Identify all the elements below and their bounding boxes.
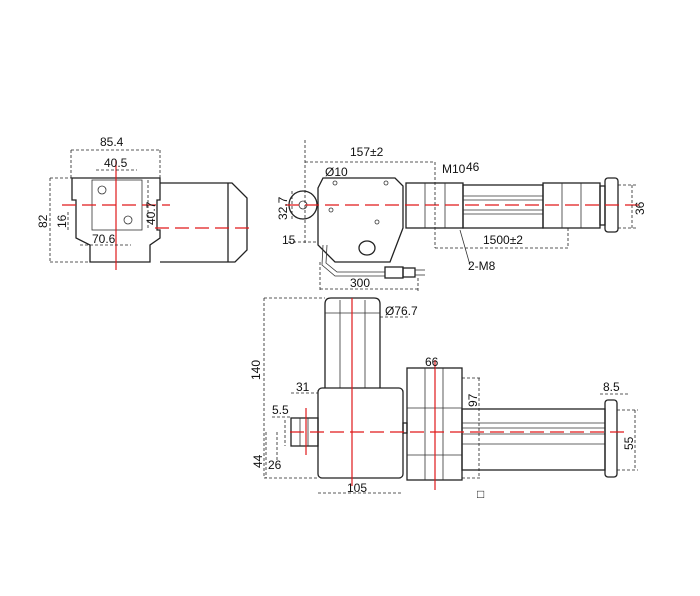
- marker-label: □: [477, 487, 484, 501]
- gear-height-label: 97: [466, 393, 480, 407]
- hole-label: Ø10: [325, 165, 348, 179]
- rod-height-label: 36: [633, 201, 647, 215]
- bolt-icon: [123, 215, 133, 225]
- width-label: 85.4: [100, 135, 124, 149]
- rod-label: 55: [622, 436, 636, 450]
- body-width-label: 105: [347, 481, 367, 495]
- shaft-label: 31: [296, 380, 310, 394]
- small-height-label: 16: [55, 214, 69, 228]
- inner-height-label: 40.7: [144, 201, 158, 225]
- thread-label: M10: [442, 162, 466, 176]
- gear-width-label: 66: [425, 355, 439, 369]
- side-view: [49, 149, 253, 270]
- shaft-offset-label: 26: [268, 458, 282, 472]
- cable-gland: [358, 240, 376, 256]
- motor-diameter-label: Ø76.7: [385, 304, 418, 318]
- shaft-small-label: 5.5: [272, 403, 289, 417]
- inner-width-label: 40.5: [104, 156, 128, 170]
- length-label: 157±2: [350, 145, 384, 159]
- outer-tube: [461, 408, 606, 471]
- gearbox-plate: [317, 177, 404, 263]
- motor-outline: [160, 182, 248, 263]
- height-label: 82: [36, 214, 50, 228]
- bolt-icon: [97, 185, 107, 195]
- top-view: [285, 140, 642, 292]
- bottom-width-label: 70.6: [92, 232, 116, 246]
- thread-offset-label: 46: [466, 160, 480, 174]
- connector: [384, 266, 404, 279]
- offset-label: 15: [282, 233, 296, 247]
- gearbox-body: [317, 387, 404, 479]
- gearbox-outline: [71, 177, 161, 263]
- front-view: [263, 297, 638, 494]
- base-label: 44: [251, 454, 265, 468]
- stroke-label: 1500±2: [483, 233, 523, 247]
- cap-label: 8.5: [603, 380, 620, 394]
- cable-label: 300: [350, 276, 370, 290]
- bolts-label: 2-M8: [468, 259, 496, 273]
- outer-tube: [462, 184, 544, 229]
- motor-height-label: 140: [249, 360, 263, 380]
- eye-height-label: 32.7: [276, 196, 290, 220]
- end-cap: [604, 399, 618, 478]
